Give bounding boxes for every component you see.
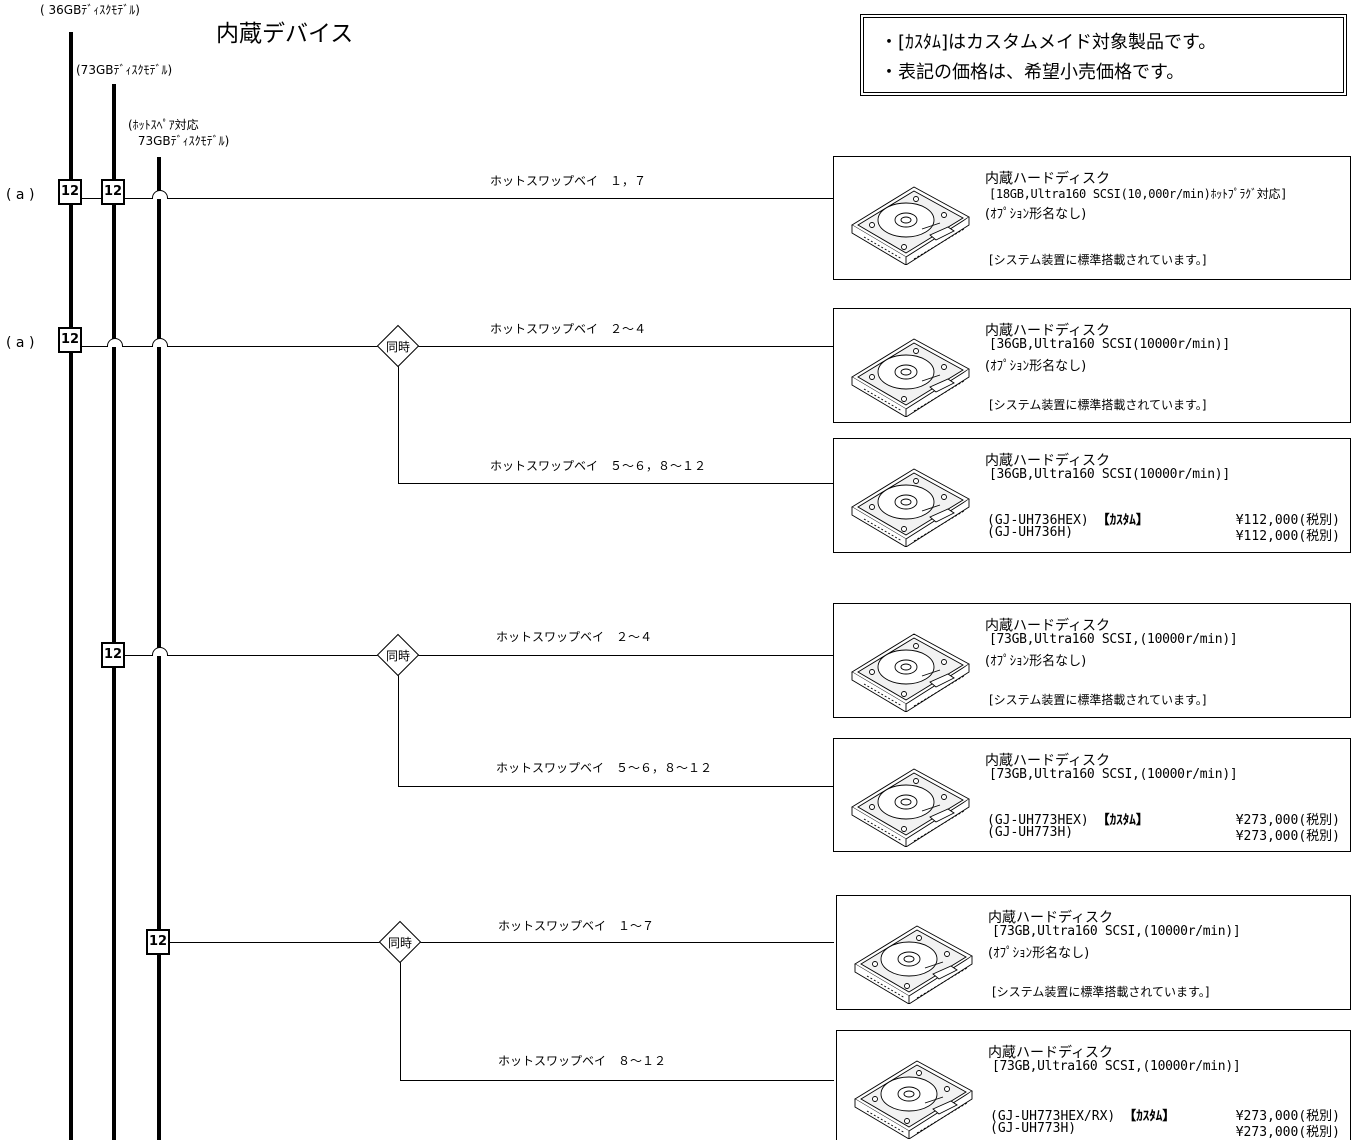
branch-line-2 [398, 346, 399, 483]
device-title: 内蔵ハードディスク [988, 1045, 1114, 1061]
bay-label: ホットスワップベイ ５～６，８～１２ [496, 761, 713, 775]
model-number: (GJ-UH773HEX/RX) [990, 1109, 1116, 1124]
device-box: 内蔵ハードディスク [73GB,Ultra160 SCSI,(10000r/mi… [833, 603, 1351, 718]
custom-tag: 【ｶｽﾀﾑ】 [1123, 1109, 1176, 1124]
bay-label: ホットスワップベイ １～７ [498, 919, 655, 933]
line-crossing-hop [152, 647, 168, 656]
device-spec: [73GB,Ultra160 SCSI,(10000r/min)] [992, 1059, 1241, 1074]
device-title: 内蔵ハードディスク [985, 323, 1111, 339]
bus-label-73gb: (73GBﾃﾞｨｽｸﾓﾃﾞﾙ) [76, 63, 173, 77]
device-box: 内蔵ハードディスク [18GB,Ultra160 SCSI(10,000r/mi… [833, 156, 1351, 280]
bus-line-73gb [112, 84, 116, 1140]
device-spec: [36GB,Ultra160 SCSI(10000r/min)] [989, 337, 1230, 352]
bay-label: ホットスワップベイ ２～４ [496, 630, 653, 644]
device-spec: [36GB,Ultra160 SCSI(10000r/min)] [989, 467, 1230, 482]
device-option: (ｵﾌﾟｼｮﾝ形名なし) [985, 654, 1087, 669]
hard-disk-icon [851, 768, 970, 847]
custom-tag: 【ｶｽﾀﾑ】 [1096, 513, 1149, 528]
hard-disk-icon [851, 186, 970, 265]
device-box: 内蔵ハードディスク [73GB,Ultra160 SCSI,(10000r/mi… [836, 895, 1351, 1010]
hard-disk-icon [851, 633, 970, 712]
model-row-1: (GJ-UH736HEX) 【ｶｽﾀﾑ】 [987, 509, 1149, 528]
port-box: 12 [58, 179, 82, 205]
connector-line-7 [400, 1080, 834, 1081]
hard-disk-icon [851, 468, 970, 547]
bay-label: ホットスワップベイ ８～１２ [498, 1054, 667, 1068]
connector-line-5 [398, 786, 834, 787]
page-title: 内蔵デバイス [216, 21, 354, 47]
notes-box: ・[ｶｽﾀﾑ]はカスタムメイド対象製品です。 ・表記の価格は、希望小売価格です。 [860, 14, 1347, 96]
simultaneous-label: 同時 [385, 340, 410, 354]
a-mark: ( a ) [6, 187, 35, 203]
bus-label-36gb: ( 36GBﾃﾞｨｽｸﾓﾃﾞﾙ) [40, 3, 140, 17]
device-option: (ｵﾌﾟｼｮﾝ形名なし) [988, 946, 1090, 961]
connector-line-6 [168, 942, 834, 943]
model-number: (GJ-UH773H) [990, 1121, 1077, 1136]
bus-line-36gb [69, 32, 73, 1140]
bus-label-hotspare-2: 73GBﾃﾞｨｽｸﾓﾃﾞﾙ) [134, 134, 230, 148]
price: ¥273,000(税別) [1235, 813, 1340, 828]
device-standard-note: [システム装置に標準搭載されています。] [989, 693, 1207, 707]
hard-disk-icon [854, 1060, 973, 1139]
device-spec: [18GB,Ultra160 SCSI(10,000r/min)ﾎｯﾄﾌﾟﾗｸﾞ… [989, 187, 1288, 201]
custom-tag: 【ｶｽﾀﾑ】 [1096, 813, 1149, 828]
branch-line-4 [398, 655, 399, 786]
device-box: 内蔵ハードディスク [36GB,Ultra160 SCSI(10000r/min… [833, 438, 1351, 553]
note-price: ・表記の価格は、希望小売価格です。 [880, 62, 1185, 83]
line-crossing-hop [152, 190, 168, 199]
model-number: (GJ-UH736H) [987, 525, 1074, 540]
model-row-1: (GJ-UH773HEX/RX) 【ｶｽﾀﾑ】 [990, 1105, 1175, 1124]
simultaneous-label: 同時 [387, 936, 412, 950]
connector-line-3 [398, 483, 834, 484]
bay-label: ホットスワップベイ ２～４ [490, 322, 647, 336]
device-standard-note: [システム装置に標準搭載されています。] [992, 985, 1210, 999]
hard-disk-icon [854, 925, 973, 1004]
device-spec: [73GB,Ultra160 SCSI,(10000r/min)] [992, 924, 1241, 939]
port-box: 12 [58, 327, 82, 353]
device-title: 内蔵ハードディスク [985, 171, 1111, 187]
bus-label-hotspare-1: (ﾎｯﾄｽﾍﾟｱ対応 [128, 118, 199, 132]
price: ¥273,000(税別) [1235, 829, 1340, 844]
device-title: 内蔵ハードディスク [985, 453, 1111, 469]
a-mark: ( a ) [6, 335, 35, 351]
device-box: 内蔵ハードディスク [36GB,Ultra160 SCSI(10000r/min… [833, 308, 1351, 423]
device-standard-note: [システム装置に標準搭載されています。] [989, 398, 1207, 412]
device-spec: [73GB,Ultra160 SCSI,(10000r/min)] [989, 767, 1238, 782]
model-number: (GJ-UH773HEX) [987, 813, 1089, 828]
line-crossing-hop [152, 338, 168, 347]
port-box: 12 [101, 642, 125, 668]
bay-label: ホットスワップベイ １，７ [490, 174, 647, 188]
device-title: 内蔵ハードディスク [985, 618, 1111, 634]
connector-line-2 [82, 346, 834, 347]
model-number: (GJ-UH773H) [987, 825, 1074, 840]
simultaneous-label: 同時 [385, 649, 410, 663]
device-option: (ｵﾌﾟｼｮﾝ形名なし) [985, 207, 1087, 222]
bay-label: ホットスワップベイ ５～６，８～１２ [490, 459, 707, 473]
device-standard-note: [システム装置に標準搭載されています。] [989, 253, 1207, 267]
device-box: 内蔵ハードディスク [73GB,Ultra160 SCSI,(10000r/mi… [836, 1030, 1351, 1140]
port-box: 12 [101, 179, 125, 205]
price: ¥112,000(税別) [1235, 529, 1340, 544]
model-row-1: (GJ-UH773HEX) 【ｶｽﾀﾑ】 [987, 809, 1149, 828]
connector-line-4 [125, 655, 834, 656]
note-custom: ・[ｶｽﾀﾑ]はカスタムメイド対象製品です。 [880, 32, 1217, 53]
branch-line-6 [400, 942, 401, 1080]
port-box: 12 [146, 929, 170, 955]
model-number: (GJ-UH736HEX) [987, 513, 1089, 528]
device-title: 内蔵ハードディスク [988, 910, 1114, 926]
line-crossing-hop [107, 338, 123, 347]
price: ¥273,000(税別) [1235, 1109, 1340, 1124]
price: ¥112,000(税別) [1235, 513, 1340, 528]
device-title: 内蔵ハードディスク [985, 753, 1111, 769]
hard-disk-icon [851, 338, 970, 417]
device-spec: [73GB,Ultra160 SCSI,(10000r/min)] [989, 632, 1238, 647]
device-option: (ｵﾌﾟｼｮﾝ形名なし) [985, 359, 1087, 374]
price: ¥273,000(税別) [1235, 1125, 1340, 1140]
device-box: 内蔵ハードディスク [73GB,Ultra160 SCSI,(10000r/mi… [833, 738, 1351, 852]
connector-line-1 [82, 198, 834, 199]
